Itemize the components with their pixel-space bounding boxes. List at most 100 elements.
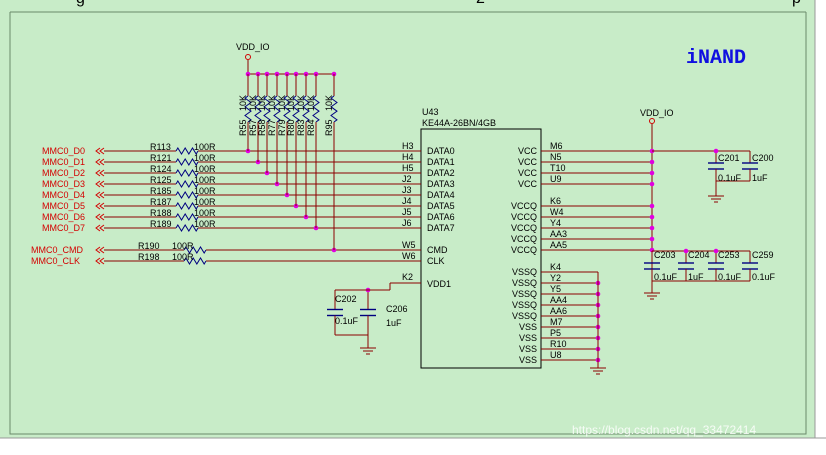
pin-m6: M6: [550, 141, 563, 151]
cap-ref-c200: C200: [752, 153, 774, 163]
capacitor-c253: [708, 251, 724, 281]
junction-c253: [713, 248, 719, 254]
pin-h5: H5: [402, 163, 414, 173]
pin-name-cmd: CMD: [427, 245, 448, 255]
net-label-mmc0_d2: MMC0_D2: [42, 168, 85, 178]
capacitor-c204: [678, 251, 694, 281]
pin-name-data4: DATA4: [427, 190, 455, 200]
pullup-ref-r80: R80: [286, 119, 296, 136]
res-val-r124: 100R: [194, 164, 216, 174]
res-ref-r125: R125: [150, 175, 172, 185]
cap-ref-c206: C206: [386, 304, 408, 314]
res-ref-r187: R187: [150, 197, 172, 207]
top-cut-char-3: p: [792, 0, 801, 7]
junction-w4: [649, 214, 655, 220]
pin-name-data5: DATA5: [427, 201, 455, 211]
junction-u9: [649, 181, 655, 187]
net-arrow-mmc0_d4: [95, 191, 105, 199]
pin-aa4: AA4: [550, 295, 567, 305]
net-arrow-mmc0_d0: [95, 147, 105, 155]
resistor-r190: [183, 246, 207, 254]
res-val-r121: 100R: [194, 153, 216, 163]
ground-symbol-top-caps: [708, 195, 724, 203]
pin-name-m6: VCC: [518, 146, 538, 156]
net-arrow-mmc0_d3: [95, 180, 105, 188]
pullup-ref-r95: R95: [324, 119, 334, 136]
chip-body: [420, 128, 542, 369]
cap-val-c202: 0.1uF: [335, 316, 359, 326]
top-cut-char-2: 2: [476, 0, 485, 7]
pin-h3: H3: [402, 141, 414, 151]
pullup-resistors-group: 10KR5510KR5710KR5810KR7710KR7910KR8010KR…: [238, 71, 338, 250]
pin-w4: W4: [550, 207, 564, 217]
cap-ref-c203: C203: [654, 250, 676, 260]
junction-c201: [713, 148, 719, 154]
pullup-val-r95: 10K: [324, 95, 334, 111]
pin-name-clk: CLK: [427, 256, 445, 266]
res-val-r189: 100R: [194, 219, 216, 229]
pin-j6: J6: [402, 218, 412, 228]
pullup-r80: [292, 95, 300, 123]
pin-r10: R10: [550, 339, 567, 349]
resistor-r198: [183, 257, 207, 265]
res-val-r198: 100R: [172, 252, 194, 262]
pullup-ref-r83: R83: [296, 119, 306, 136]
pullup-val-r57: 10K: [248, 95, 258, 111]
capacitor-c202: [327, 290, 343, 335]
junction-aa3: [649, 236, 655, 242]
cap-ref-c201: C201: [718, 153, 740, 163]
net-label-mmc0_d6: MMC0_D6: [42, 212, 85, 222]
pin-h4: H4: [402, 152, 414, 162]
net-label-mmc0_clk: MMC0_CLK: [31, 256, 80, 266]
resistor-r113: [175, 147, 199, 155]
pin-name-y4: VCCQ: [511, 223, 537, 233]
pullup-ref-r55: R55: [238, 119, 248, 136]
pin-name-data3: DATA3: [427, 179, 455, 189]
pin-t10: T10: [550, 163, 566, 173]
resistor-r188: [175, 213, 199, 221]
net-label-mmc0_cmd: MMC0_CMD: [31, 245, 84, 255]
pullup-r58: [263, 95, 271, 123]
cap-val-c204: 1uF: [688, 272, 704, 282]
vdd1-name: VDD1: [427, 279, 451, 289]
border-frame: [9, 12, 807, 435]
pullup-r77: [273, 95, 281, 123]
pin-name-aa6: VSSQ: [512, 311, 537, 321]
capacitor-c206: [360, 290, 376, 335]
res-val-r190: 100R: [172, 241, 194, 251]
net-arrow-mmc0_d5: [95, 202, 105, 210]
net-arrow-mmc0_cmd: [95, 246, 105, 254]
res-ref-r124: R124: [150, 164, 172, 174]
pin-m7: M7: [550, 317, 563, 327]
chip-part: KE44A-26BN/4GB: [422, 118, 496, 128]
junction-y4: [649, 225, 655, 231]
res-ref-r113: R113: [150, 142, 171, 152]
pin-k6: K6: [550, 196, 561, 206]
pin-name-m7: VSS: [519, 322, 537, 332]
res-ref-r188: R188: [150, 208, 172, 218]
pin-name-data7: DATA7: [427, 223, 455, 233]
cap-ref-c259: C259: [752, 250, 774, 260]
pin-k4: K4: [550, 262, 561, 272]
pin-w6: W6: [402, 251, 416, 261]
net-label-mmc0_d1: MMC0_D1: [42, 157, 85, 167]
cap-val-c201: 0.1uF: [718, 173, 742, 183]
junction-n5: [649, 159, 655, 165]
pullup-r57: [254, 95, 262, 123]
pin-name-k4: VSSQ: [512, 267, 537, 277]
pullup-r83: [302, 95, 310, 123]
pullup-ref-r57: R57: [248, 119, 258, 136]
pullup-ref-r84: R84: [306, 119, 316, 136]
page-title: iNAND: [686, 47, 746, 70]
res-ref-r121: R121: [150, 153, 172, 163]
ground-symbol-vss: [590, 367, 606, 375]
pullup-r79: [283, 95, 291, 123]
capacitor-c203: [644, 251, 660, 281]
pullup-r55: [244, 95, 252, 123]
resistor-r187: [175, 202, 199, 210]
pin-name-u8: VSS: [519, 355, 537, 365]
pin-name-aa4: VSSQ: [512, 300, 537, 310]
res-ref-r198: R198: [138, 252, 160, 262]
pin-aa3: AA3: [550, 229, 567, 239]
chip-ref: U43: [422, 107, 439, 117]
